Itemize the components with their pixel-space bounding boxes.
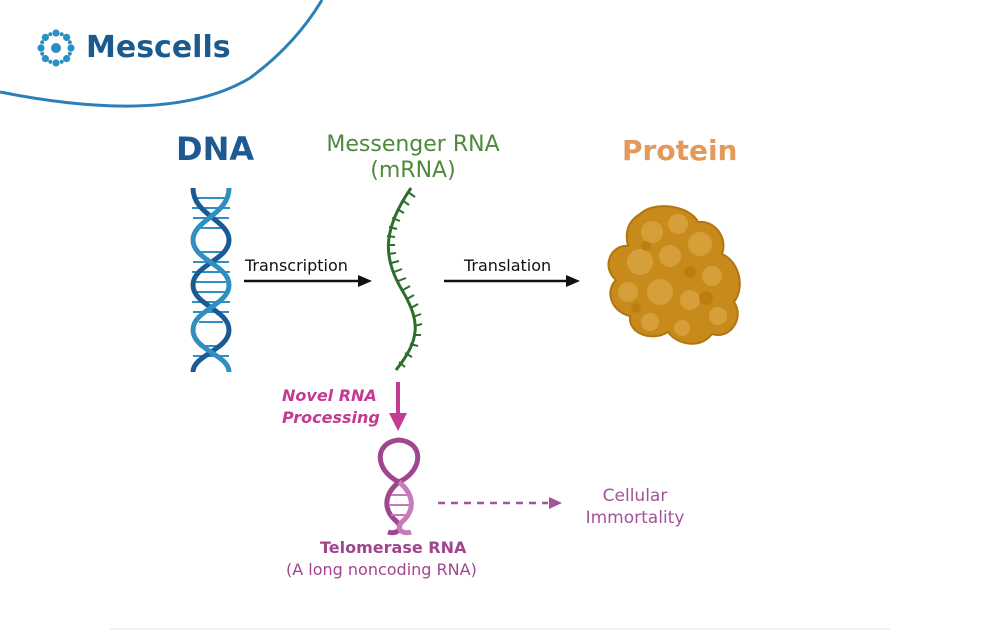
novel-processing-label: Novel RNA Processing (282, 385, 380, 429)
transcription-label: Transcription (245, 256, 348, 275)
protein-blob-icon (607, 205, 741, 345)
protein-title: Protein (622, 134, 738, 167)
mrna-title-line2: (mRNA) (370, 158, 456, 183)
immortality-arrow-icon (438, 497, 562, 509)
translation-arrow-icon (444, 275, 580, 287)
logo-icon (37, 29, 75, 67)
processing-arrow-icon (389, 382, 407, 431)
transcription-arrow-icon (244, 275, 372, 287)
mrna-title: Messenger RNA (mRNA) (318, 132, 508, 184)
novel-line1: Novel RNA (282, 386, 377, 405)
dna-title: DNA (176, 130, 255, 168)
dna-helix-icon (190, 187, 232, 373)
immortality-line1: Cellular (602, 486, 668, 506)
header-swoosh (0, 0, 324, 108)
mrna-strand-icon (386, 187, 423, 371)
cellular-immortality-label: Cellular Immortality (575, 485, 695, 529)
telomerase-subtitle: (A long noncoding RNA) (286, 560, 477, 579)
translation-label: Translation (464, 256, 552, 275)
brand-name: Mescells (86, 30, 231, 65)
novel-line2: Processing (282, 408, 380, 427)
mrna-title-line1: Messenger RNA (326, 132, 500, 157)
immortality-line2: Immortality (585, 508, 685, 528)
telomerase-rna-icon (377, 437, 421, 536)
telomerase-title: Telomerase RNA (320, 538, 467, 557)
